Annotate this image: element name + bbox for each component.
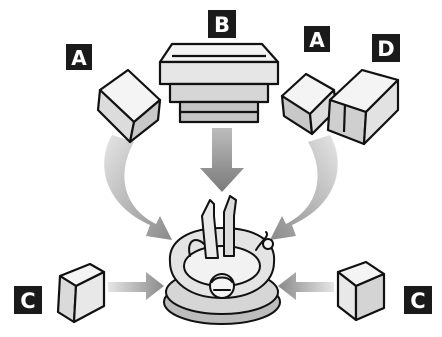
speaker-surround-left: C	[14, 264, 104, 322]
label-badge-center: B	[208, 10, 236, 38]
label-badge-subwoofer: D	[372, 34, 400, 62]
label-badge-surround-right: C	[404, 286, 432, 314]
label-surround-left: C	[20, 289, 35, 313]
label-badge-front-right: A	[304, 26, 330, 52]
speaker-icon	[98, 70, 160, 142]
label-badge-surround-left: C	[14, 286, 42, 314]
arrow-icon	[108, 272, 164, 300]
speaker-center: B	[160, 10, 278, 122]
arrow-icon	[270, 135, 338, 240]
speaker-icon	[328, 70, 398, 144]
speaker-front-left: A	[66, 44, 160, 142]
label-front-left: A	[71, 46, 87, 70]
speaker-surround-right: C	[338, 262, 432, 320]
arrow-icon	[278, 272, 334, 300]
label-subwoofer: D	[377, 37, 394, 61]
speaker-icon	[338, 262, 384, 320]
label-center: B	[214, 13, 230, 37]
speaker-icon	[160, 44, 278, 122]
speaker-icon	[58, 264, 104, 322]
label-badge-front-left: A	[66, 44, 92, 70]
arrow-icon	[200, 128, 244, 192]
label-front-right: A	[309, 28, 325, 52]
arrow-icon	[104, 135, 172, 240]
label-surround-right: C	[410, 289, 425, 313]
speaker-subwoofer: D	[328, 34, 400, 144]
listener-icon	[164, 196, 280, 324]
